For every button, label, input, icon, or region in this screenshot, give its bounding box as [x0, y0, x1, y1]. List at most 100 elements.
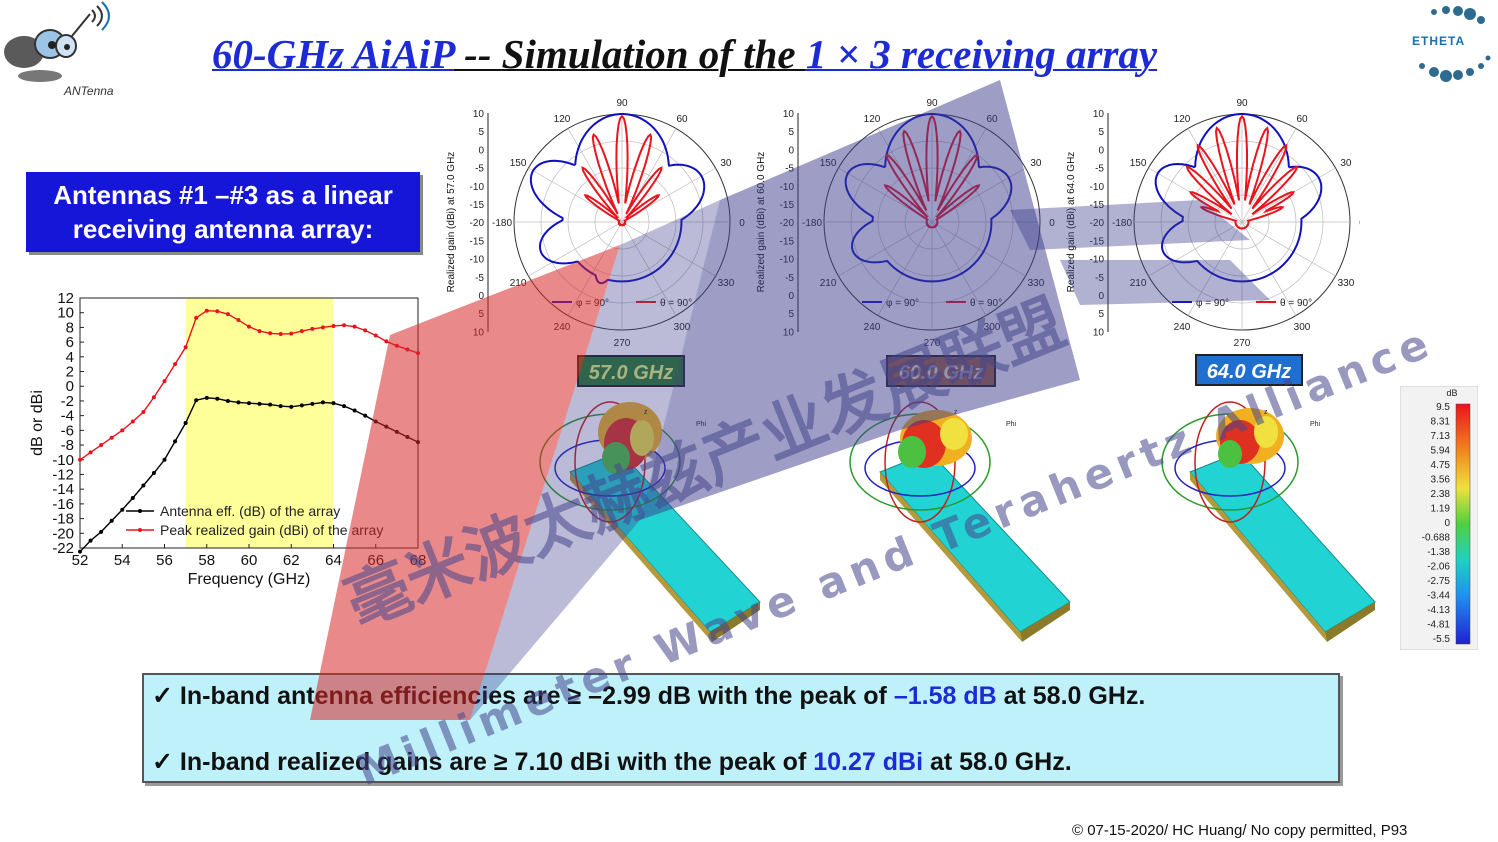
data-point	[373, 419, 378, 424]
data-point	[109, 518, 114, 523]
radial-tick-label: 0	[478, 145, 484, 156]
polar-spoke	[1148, 167, 1243, 223]
radial-tick-label: 5	[1098, 127, 1104, 138]
data-point	[204, 308, 209, 313]
data-point	[342, 404, 347, 409]
radial-tick-label: 10	[783, 109, 795, 120]
radial-tick-label: 5	[1098, 309, 1104, 320]
colorbar-tick-label: 9.5	[1436, 402, 1450, 413]
data-point	[320, 400, 325, 405]
antenna-array-callout: Antennas #1 –#3 as a linear receiving an…	[26, 172, 420, 252]
angle-tick-label: -180	[1112, 218, 1132, 229]
radial-tick-label: 0	[788, 145, 794, 156]
data-point	[173, 439, 178, 444]
callout-line-2: receiving antenna array:	[72, 214, 374, 244]
radial-tick-label: -15	[470, 236, 485, 247]
polar-spoke	[1187, 221, 1243, 316]
radial-tick-label: -5	[785, 164, 794, 175]
angle-tick-label: 0	[739, 218, 745, 229]
data-point	[173, 362, 178, 367]
data-point	[247, 324, 251, 329]
data-point	[130, 419, 135, 424]
polar-spoke	[1241, 221, 1336, 277]
data-point	[289, 331, 294, 336]
x-tick-label: 60	[241, 552, 258, 569]
colorbar-gradient-bar	[1455, 403, 1471, 645]
data-point	[204, 395, 209, 400]
radial-tick-label: -5	[785, 273, 794, 284]
etheta-logo-text: ETHETA	[1412, 34, 1466, 48]
colorbar-tick-label: 8.31	[1431, 417, 1451, 428]
bullet-efficiency: ✓ In-band antenna efficiencies are ≥ –2.…	[152, 682, 1146, 710]
data-point	[416, 440, 420, 445]
data-point	[120, 428, 125, 433]
angle-tick-label: 30	[1030, 158, 1042, 169]
legend-marker-0	[138, 509, 142, 513]
data-point	[331, 401, 336, 406]
colorbar-tick-label: 0	[1444, 518, 1450, 529]
radial-tick-label: 10	[473, 109, 485, 120]
data-point	[278, 404, 283, 409]
x-tick-label: 52	[72, 552, 89, 569]
data-point	[289, 404, 294, 409]
data-point	[183, 345, 188, 350]
axis-phi-label: Phi	[1310, 421, 1321, 428]
data-point	[120, 507, 125, 512]
colorbar-tick-label: -2.06	[1427, 562, 1450, 573]
data-point	[384, 339, 389, 344]
angle-tick-label: 330	[718, 278, 735, 289]
freq-label-64ghz: 64.0 GHz	[1195, 354, 1303, 386]
angle-tick-label: 330	[1338, 278, 1355, 289]
y-tick-label: 12	[57, 290, 74, 307]
color-scale-legend: dB9.58.317.135.944.753.562.381.190-0.688…	[1400, 386, 1478, 650]
page-title: 60-GHz AiAiP -- Simulation of the 1 × 3 …	[212, 30, 1157, 78]
x-axis-label: Frequency (GHz)	[188, 571, 311, 588]
y-tick-label: -4	[61, 408, 74, 425]
radial-tick-label: -10	[470, 255, 485, 266]
legend-entry-1: Peak realized gain (dBi) of the array	[160, 522, 383, 538]
colorbar-tick-label: -4.81	[1427, 620, 1450, 631]
data-point	[99, 529, 104, 534]
angle-tick-label: -180	[492, 218, 512, 229]
y-tick-label: 10	[57, 305, 74, 322]
data-point	[405, 434, 410, 439]
data-point	[236, 400, 241, 405]
radial-tick-label: 0	[1098, 145, 1104, 156]
data-point	[394, 429, 399, 434]
angle-tick-label: 120	[864, 114, 881, 125]
angle-tick-label: 60	[676, 114, 688, 125]
title-part-1: 60-GHz AiAiP	[212, 31, 454, 77]
angle-tick-label: 90	[616, 98, 628, 109]
polar-spoke	[1241, 221, 1297, 316]
radial-tick-label: -15	[1090, 200, 1105, 211]
angle-tick-label: 240	[554, 322, 571, 333]
x-tick-label: 58	[198, 552, 215, 569]
data-point	[299, 403, 304, 408]
legend-marker-1	[138, 528, 142, 532]
colorbar-unit: dB	[1446, 388, 1457, 398]
y-tick-label: -12	[52, 466, 74, 483]
data-point	[183, 421, 188, 425]
colorbar-tick-label: -5.5	[1433, 634, 1451, 645]
data-point	[151, 395, 156, 400]
polar-y-axis-label: Realized gain (dBi) at 57.0 GHz	[446, 152, 457, 293]
radial-tick-label: 5	[478, 127, 484, 138]
title-separator: --	[453, 31, 502, 77]
angle-tick-label: 120	[554, 114, 571, 125]
y-tick-label: -22	[52, 540, 74, 557]
radial-tick-label: -15	[1090, 236, 1105, 247]
data-point	[352, 324, 357, 329]
y-axis-label: dB or dBi	[29, 390, 46, 456]
bullet-gain: ✓ In-band realized gains are ≥ 7.10 dBi …	[152, 748, 1072, 776]
colorbar-tick-label: 1.19	[1431, 504, 1451, 515]
colorbar-tick-label: -2.75	[1427, 576, 1450, 587]
angle-tick-label: 0	[1049, 218, 1055, 229]
y-tick-label: 6	[66, 334, 74, 351]
data-point	[109, 435, 114, 440]
legend-entry-phi: φ = 90°	[1196, 298, 1229, 309]
y-tick-label: 4	[66, 349, 74, 366]
data-point	[416, 351, 420, 356]
data-point	[162, 457, 167, 462]
